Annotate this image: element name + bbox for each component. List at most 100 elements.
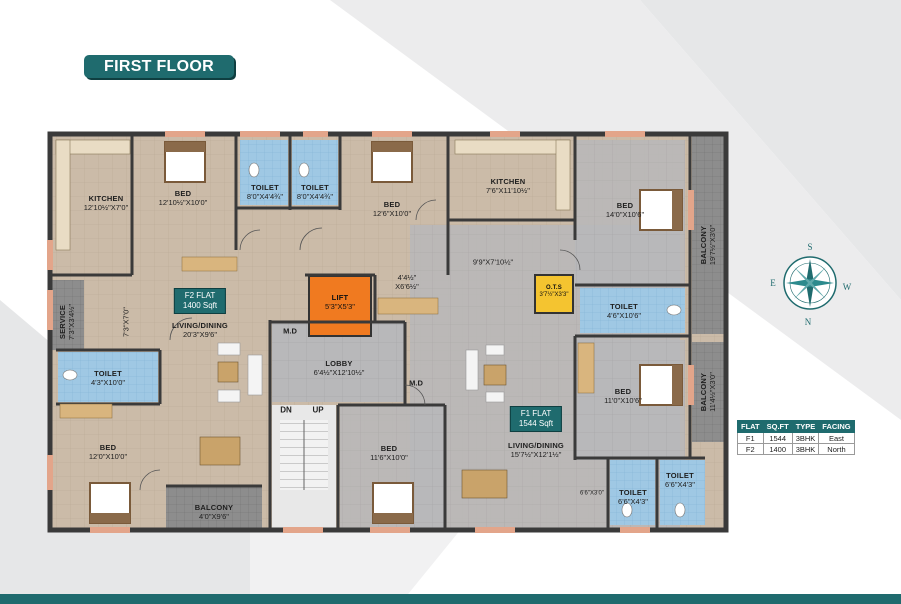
- room-dim: 11'6"X10'0": [370, 453, 408, 462]
- room-name: TOILET: [301, 183, 329, 192]
- floor-title: FIRST FLOOR: [84, 55, 234, 78]
- room-name: BED: [99, 443, 117, 452]
- room-name: TOILET: [619, 488, 647, 497]
- room-name: SERVICE: [58, 304, 67, 340]
- table-header-row: FLAT SQ.FT TYPE FACING: [737, 420, 855, 433]
- room-dim: 6'6"X3'0": [580, 490, 604, 497]
- room-name: O.T.S: [545, 285, 562, 291]
- table-row: F2 1400 3BHK North: [737, 443, 855, 455]
- room-dim: 19'7½"X3'0": [708, 224, 717, 266]
- room-name: BED: [174, 189, 192, 198]
- room-name: LIFT: [331, 293, 349, 302]
- room-dim: 14'0"X10'6": [605, 210, 645, 219]
- room-dim: 4'0"X9'6": [199, 512, 229, 521]
- room-dim: 5'3"X5'3": [325, 302, 355, 311]
- stairs-up-label: UP: [312, 405, 324, 415]
- room-passage-right: 9'9"X7'10½": [473, 258, 513, 267]
- room-dim: 20'3"X9'6": [182, 330, 218, 339]
- room-name: KITCHEN: [88, 194, 124, 203]
- room-dim: 15'7½"X12'1½": [510, 450, 562, 459]
- table-cell: 1544: [762, 432, 793, 444]
- room-name: BED: [614, 387, 632, 396]
- room-name: BALCONY: [194, 503, 234, 512]
- room-dim-2: X6'6½": [395, 282, 419, 291]
- room-name: BED: [380, 444, 398, 453]
- room-dim: 8'0"X4'4¾": [246, 192, 284, 201]
- room-dim: 12'10½"X7'0": [83, 203, 129, 212]
- room-name: BALCONY: [699, 372, 708, 412]
- compass-bottom-label: N: [804, 317, 812, 327]
- room-name: LIVING/DINING: [172, 321, 228, 330]
- table-cell: East: [818, 432, 855, 444]
- flat-summary-table: FLAT SQ.FT TYPE FACING F1 1544 3BHK East…: [737, 420, 855, 455]
- table-header: FACING: [818, 420, 855, 433]
- room-dim: 3'7½"X3'3": [539, 292, 569, 298]
- flat-name: F1 FLAT: [520, 409, 552, 418]
- room-name: TOILET: [94, 369, 122, 378]
- room-dim: 4'4½": [397, 273, 417, 282]
- table-header: SQ.FT: [762, 420, 793, 433]
- compass-top-label: S: [807, 242, 813, 252]
- room-dim: 7'3"X7'0": [121, 307, 131, 337]
- room-name: TOILET: [610, 302, 638, 311]
- compass-right-label: W: [842, 282, 852, 292]
- room-dim: 9'9"X7'10½": [472, 257, 514, 267]
- room-dim: 11'0"X10'6": [604, 396, 642, 405]
- room-dim: 8'0"X4'4¾": [296, 192, 334, 201]
- table-cell: North: [818, 443, 855, 455]
- room-dim: 4'3"X10'0": [90, 378, 126, 387]
- room-name: KITCHEN: [490, 177, 526, 186]
- compass-left-label: E: [770, 278, 776, 288]
- table-row: F1 1544 3BHK East: [737, 432, 855, 444]
- compass-rose-icon: [783, 256, 837, 310]
- table-cell: F2: [737, 443, 764, 455]
- flat-area: 1400 Sqft: [182, 301, 218, 310]
- room-dim: 6'6"X4'3": [618, 497, 648, 506]
- room-dim: 12'6"X10'0": [372, 209, 412, 218]
- room-name: TOILET: [251, 183, 279, 192]
- room-name: LOBBY: [325, 359, 353, 368]
- stairs-down-label: DN: [280, 405, 292, 415]
- room-dim: 7'3"X3'4½": [67, 303, 76, 341]
- flat-area: 1544 Sqft: [518, 419, 554, 428]
- room-passage-bottom-right: 6'6"X3'0": [580, 491, 604, 498]
- room-dim: 12'10½"X10'0": [158, 198, 208, 207]
- room-passage-mid: 4'4½"X6'6½": [395, 273, 419, 291]
- main-door-label-f2: M.D: [283, 326, 297, 336]
- main-door-label-f1: M.D: [409, 378, 423, 388]
- table-cell: 1400: [762, 443, 793, 455]
- room-dim: 7'6"X11'10½": [486, 186, 530, 195]
- table-cell: 3BHK: [791, 432, 820, 444]
- room-dim: 6'4½"X12'10½": [313, 368, 365, 377]
- table-cell: 3BHK: [791, 443, 820, 455]
- room-dim: 11'4½"X3'0": [708, 372, 717, 412]
- table-header: TYPE: [791, 420, 820, 433]
- room-dim: 6'6"X4'3": [665, 480, 695, 489]
- room-name: TOILET: [666, 471, 694, 480]
